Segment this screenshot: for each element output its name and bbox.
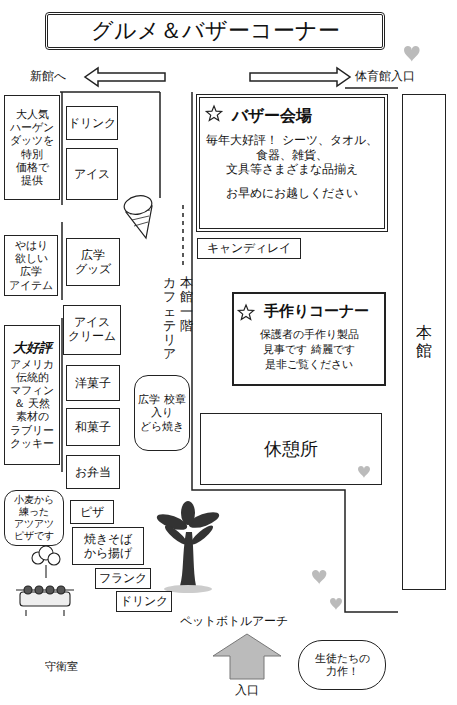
title-banner: グルメ＆バザーコーナー bbox=[45, 12, 385, 50]
wall-line bbox=[61, 222, 63, 300]
rest-area: 休憩所 bbox=[200, 413, 382, 485]
star-icon bbox=[206, 106, 221, 121]
skewer-grill bbox=[16, 586, 74, 616]
node-text: フランク bbox=[99, 572, 147, 586]
stall-box: ドリンク bbox=[116, 591, 172, 612]
node-text: お早めにお越しください bbox=[226, 186, 358, 200]
wall-line bbox=[192, 92, 398, 612]
piece bbox=[46, 586, 54, 594]
speech-bubble: 生徒たちの 力作！ bbox=[298, 640, 386, 690]
title-text: グルメ＆バザーコーナー bbox=[91, 18, 340, 44]
map-label: 新館へ bbox=[30, 69, 66, 83]
main-building: 本館 bbox=[402, 94, 446, 590]
heart bbox=[330, 598, 342, 610]
map-label: ペットボトルアーチ bbox=[180, 614, 288, 628]
callout-box: 大人気 ハーゲン ダッツを 特別 価格で 提供 bbox=[4, 95, 60, 200]
node-text: キャンディレイ bbox=[207, 241, 291, 255]
node-text: 洋菓子 bbox=[75, 376, 111, 390]
entrance-arrow bbox=[213, 634, 281, 679]
stall-box: 和菓子 bbox=[66, 408, 120, 446]
node-text: ピザ bbox=[80, 505, 104, 519]
map-label: 守衛室 bbox=[45, 660, 78, 673]
leaf bbox=[181, 501, 195, 525]
piece bbox=[35, 586, 43, 594]
node-text: 本館 bbox=[416, 324, 432, 359]
callout-box: 大好評アメリカ 伝統的 マフィン ＆ 天然 素材の ラブリー クッキー bbox=[4, 325, 60, 465]
stall-box: 広学 グッズ bbox=[66, 238, 120, 286]
stall-box: ピザ bbox=[70, 500, 114, 524]
vertical-label: 本館一階 bbox=[180, 276, 193, 333]
stick bbox=[45, 565, 46, 578]
cotton-candy bbox=[32, 546, 60, 578]
node-text: ドリンク bbox=[68, 116, 116, 130]
ice-cream-cone bbox=[122, 193, 153, 238]
heart bbox=[404, 46, 420, 62]
speech-bubble: 小麦から 練った アツアツ ピザです bbox=[4, 490, 64, 546]
heart bbox=[358, 466, 370, 478]
wall-line bbox=[60, 91, 160, 93]
heart bbox=[312, 570, 326, 584]
palm-tree bbox=[155, 501, 221, 593]
stall-box: キャンディレイ bbox=[197, 238, 301, 259]
node-text: やはり 欲しい 広学 アイテム bbox=[8, 239, 54, 292]
node-text: アイス クリーム bbox=[67, 316, 117, 344]
dashed-line bbox=[182, 205, 184, 268]
node-text: ドリンク bbox=[120, 595, 168, 609]
star-icon bbox=[238, 305, 253, 320]
node-text: 焼きそば から揚げ bbox=[76, 532, 140, 561]
leaf bbox=[189, 523, 216, 547]
arrow-right bbox=[250, 68, 350, 86]
node-text: お弁当 bbox=[75, 465, 111, 479]
map-label: 入口 bbox=[235, 683, 259, 697]
walls bbox=[60, 88, 398, 612]
node-text: 和菓子 bbox=[75, 420, 111, 434]
node-text: 広学 校章 入り どら焼き bbox=[138, 393, 186, 433]
grill-leg bbox=[26, 610, 64, 616]
node-text: 小麦から 練った アツアツ ピザです bbox=[8, 494, 60, 542]
node-text: 保護者の手作り製品 見事です 綺麗です 是非ご覧ください bbox=[238, 328, 380, 373]
scoop bbox=[122, 193, 153, 216]
craft-corner: 手作りコーナー保護者の手作り製品 見事です 綺麗です 是非ご覧ください bbox=[232, 292, 386, 386]
direction-arrows bbox=[85, 68, 350, 86]
cloud bbox=[48, 553, 60, 565]
map-label: 体育館入口 bbox=[355, 69, 415, 83]
node-text: アイス bbox=[74, 167, 110, 181]
node-text: バザー会場 bbox=[204, 106, 380, 125]
node-text: 大好評 bbox=[13, 340, 52, 356]
node-text: 手作りコーナー bbox=[238, 302, 380, 320]
stall-box: アイス クリーム bbox=[63, 305, 121, 355]
wall-line bbox=[345, 87, 398, 89]
node-text: 休憩所 bbox=[264, 438, 318, 460]
leaf bbox=[163, 523, 190, 547]
stall-box: アイス bbox=[66, 148, 118, 200]
node-text: 広学 グッズ bbox=[70, 248, 116, 277]
vertical-label: カフェテリア bbox=[163, 276, 176, 362]
speech-bubble: 広学 校章 入り どら焼き bbox=[134, 375, 190, 451]
wall-line bbox=[61, 92, 63, 205]
node-text: 大人気 ハーゲン ダッツを 特別 価格で 提供 bbox=[8, 108, 56, 187]
node-text: 毎年大好評！ シーツ、タオル、食器、雑貨、 文具等さまざまな品揃え bbox=[204, 133, 380, 176]
stall-box: 焼きそば から揚げ bbox=[72, 527, 144, 565]
arrow-left bbox=[85, 68, 165, 86]
stall-box: フランク bbox=[95, 568, 151, 589]
wall-line bbox=[159, 92, 161, 198]
stall-box: ドリンク bbox=[66, 106, 118, 140]
bazaar-hall: バザー会場毎年大好評！ シーツ、タオル、食器、雑貨、 文具等さまざまな品揃えお早… bbox=[196, 94, 388, 232]
piece bbox=[24, 586, 32, 594]
piece bbox=[57, 586, 65, 594]
stall-box: 洋菓子 bbox=[66, 365, 120, 401]
stall-box: お弁当 bbox=[66, 455, 120, 489]
node-text: 生徒たちの 力作！ bbox=[302, 652, 382, 678]
callout-box: やはり 欲しい 広学 アイテム bbox=[4, 235, 58, 296]
node-text: アメリカ 伝統的 マフィン ＆ 天然 素材の ラブリー クッキー bbox=[8, 358, 56, 450]
